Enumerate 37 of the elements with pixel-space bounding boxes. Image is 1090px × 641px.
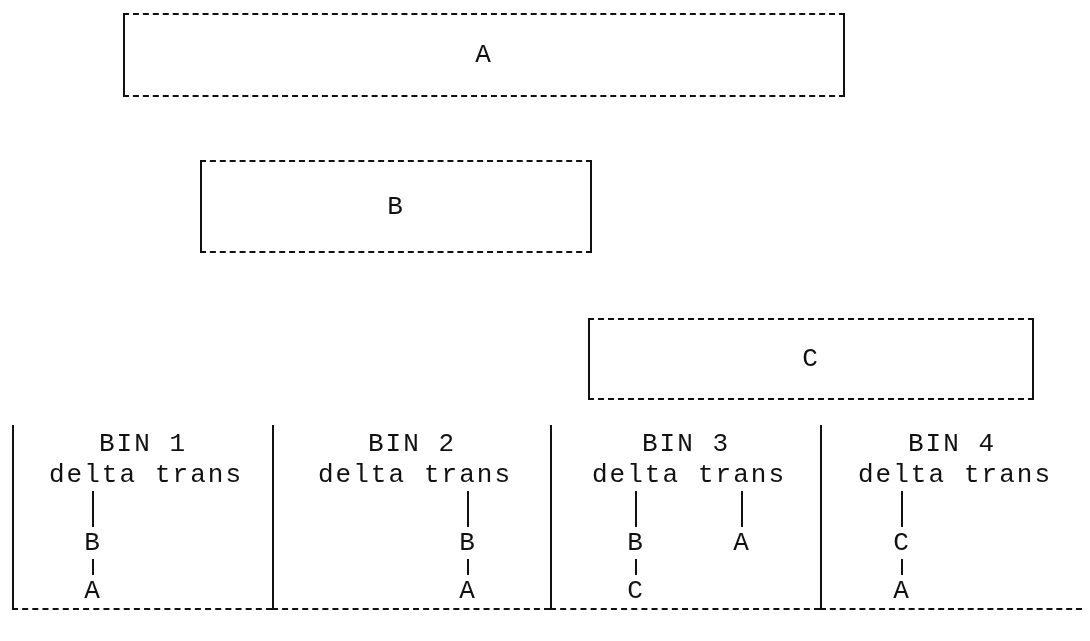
bin-heading: BIN 1 <box>98 429 188 459</box>
item-label: B <box>453 529 483 557</box>
bin-panel <box>272 425 550 610</box>
column-heading: trans <box>422 461 514 489</box>
bin-panel <box>550 425 820 610</box>
connector-line <box>467 558 469 576</box>
item-label: A <box>887 577 917 605</box>
item-label: A <box>727 529 757 557</box>
column-heading: trans <box>962 461 1054 489</box>
column-heading: delta <box>856 461 948 489</box>
connector-line <box>92 490 94 528</box>
column-heading: delta <box>47 461 139 489</box>
item-label: B <box>78 529 108 557</box>
bin-panel <box>12 425 272 610</box>
bin-heading: BIN 4 <box>907 429 997 459</box>
connector-line <box>635 490 637 528</box>
column-heading: trans <box>696 461 788 489</box>
connector-line <box>635 558 637 576</box>
connector-line <box>741 490 743 528</box>
connector-line <box>901 558 903 576</box>
column-heading: trans <box>153 461 245 489</box>
interval-box: C <box>588 318 1034 400</box>
connector-line <box>467 490 469 528</box>
column-heading: delta <box>316 461 408 489</box>
item-label: C <box>887 529 917 557</box>
item-label: B <box>621 529 651 557</box>
item-label: A <box>453 577 483 605</box>
bin-heading: BIN 3 <box>641 429 731 459</box>
column-heading: delta <box>590 461 682 489</box>
bin-heading: BIN 2 <box>367 429 457 459</box>
bin-panel <box>820 425 1082 610</box>
interval-box: B <box>200 160 592 253</box>
connector-line <box>901 490 903 528</box>
interval-box: A <box>123 13 845 97</box>
item-label: C <box>621 577 651 605</box>
connector-line <box>92 558 94 576</box>
item-label: A <box>78 577 108 605</box>
